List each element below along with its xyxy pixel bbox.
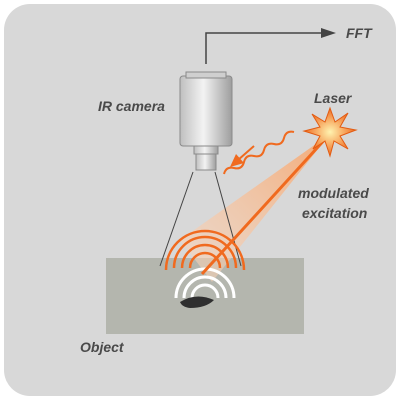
- camera-fov-lines: [159, 171, 242, 267]
- object-label: Object: [80, 339, 125, 355]
- ir-camera-label: IR camera: [98, 98, 165, 114]
- laser-ray: [200, 134, 330, 276]
- laser-beam-cone: [180, 134, 330, 282]
- surface-heat-arcs: [164, 229, 246, 271]
- infrared-emission-icon: [223, 130, 295, 175]
- laser-label: Laser: [314, 90, 353, 106]
- fft-label: FFT: [346, 25, 373, 41]
- laser-burst-icon: [302, 106, 358, 158]
- modulated-label-line1: modulated: [298, 185, 369, 201]
- subsurface-defect: [180, 296, 214, 308]
- fft-arrow: [205, 28, 336, 64]
- ir-camera-icon: [179, 71, 233, 171]
- modulated-label-line2: excitation: [302, 205, 367, 221]
